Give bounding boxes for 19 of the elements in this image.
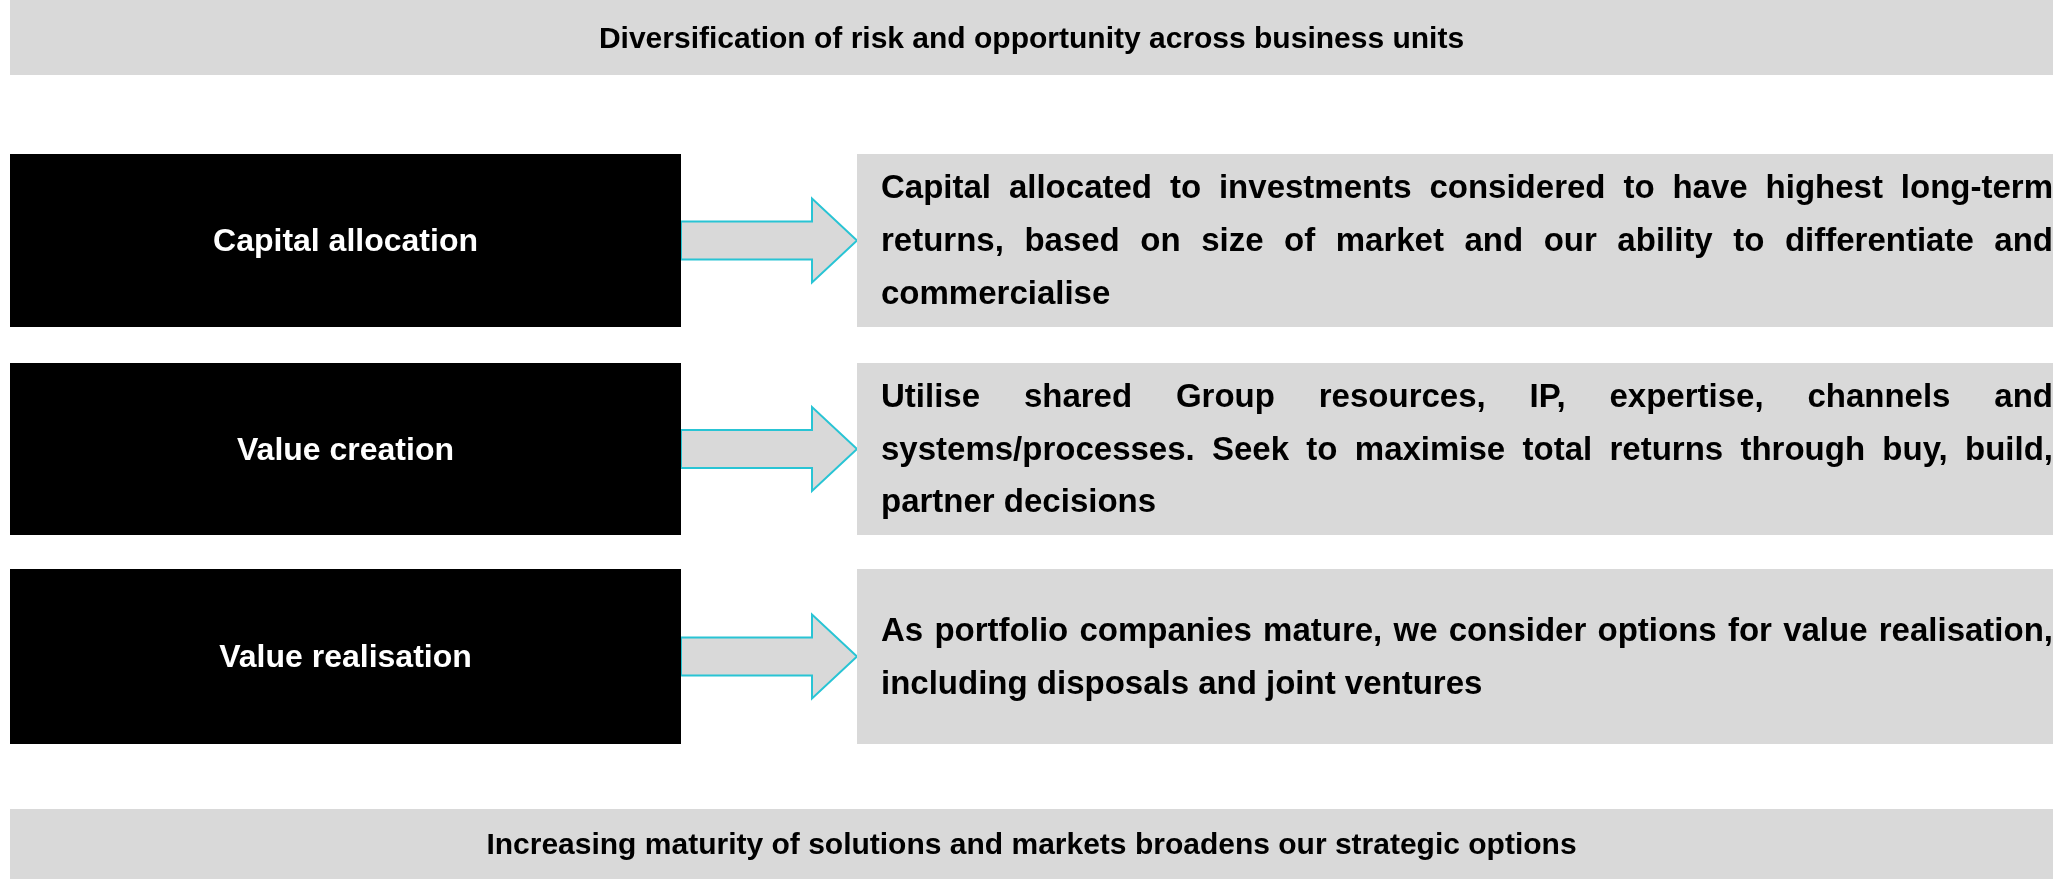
block-arrow (680, 196, 859, 285)
block-arrow (680, 612, 859, 701)
band-text: Diversification of risk and opportunity across business units (598, 20, 1465, 55)
description-box (857, 363, 2053, 535)
band (10, 809, 2053, 879)
stage-box (10, 154, 681, 327)
stage-title: Value realisation (219, 638, 472, 675)
description-text: Capital allocated to investments considered to have highest long-term returns, based on size of market and our ability to differentiate and commercialise (881, 167, 2053, 313)
band-text: Increasing maturity of solutions and markets broadens our strategic options (486, 827, 1577, 861)
block-arrow (680, 404, 859, 494)
stage-title: Value creation (237, 430, 454, 468)
stage-box (10, 569, 681, 744)
description-text: Utilise shared Group resources, IP, expertise, channels and systems/processes. Seek to maximise total returns through buy, build, partner decisions (881, 375, 2053, 522)
band (10, 0, 2053, 75)
description-text: As portfolio companies mature, we consider options for value realisation, including disposals and joint ventures (881, 609, 2053, 703)
description-box (857, 154, 2053, 327)
description-box (857, 569, 2053, 744)
stage-box (10, 363, 681, 535)
stage-title: Capital allocation (213, 222, 478, 259)
